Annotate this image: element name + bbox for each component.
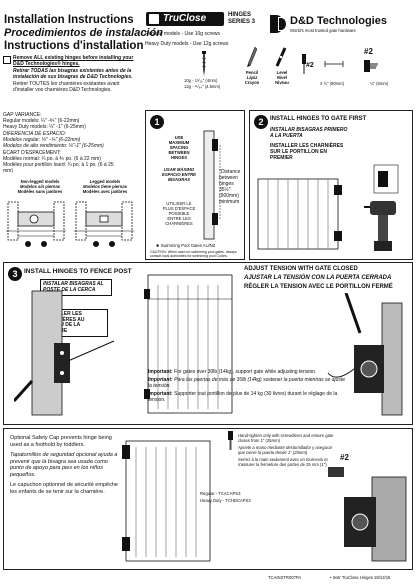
nonlegged-label: Non-legged models Modelos sin piernas Mo… [17, 179, 63, 194]
drill-bit-icon [364, 60, 378, 72]
cap-note: Optional Safety Cap prevents hinge being… [10, 435, 118, 495]
hinge-distance: *Distance between hinges 35½" (900mm) mi… [219, 169, 241, 205]
series-label: HINGES SERIES 3 [228, 12, 256, 25]
screwdriver-icon [228, 431, 233, 450]
level-icon [275, 47, 287, 67]
step-2-title-fr: INSTALLER LES CHARNIÈRES SUR LE PORTILLO… [270, 143, 344, 161]
tagline: World's most trusted gate hardware [290, 28, 356, 33]
checkbox-icon [3, 56, 11, 64]
warning-box: Remove ALL existing hinges before instal… [3, 55, 143, 107]
title-en: Installation Instructions [4, 14, 134, 26]
use-max-spacing-fr: UTILISER LE PLUS D'ESPACE POSSIBLE ENTRE… [162, 201, 196, 226]
gate-post-icon [144, 274, 233, 414]
drill-icon [364, 164, 399, 251]
step-1-panel: 1 USE MAXIMUM SPACING BETWEEN HINGES USA… [145, 110, 245, 260]
footer-date: • Instr TruClose Hinges 18/12/15 [330, 575, 391, 580]
drive-size-a: #2 [306, 62, 314, 69]
measure-label: 3 ½" (90mm) [320, 81, 345, 86]
cap-code-regular: Regular - TCACAPS3 [200, 491, 241, 496]
title-fr: Instructions d'installation [4, 40, 144, 52]
regular-screws: Regular models - Use 10g screws [145, 31, 221, 37]
safety-cap-panel: Optional Safety Cap prevents hinge being… [3, 428, 413, 570]
title-es: Procedimientos de instalación [4, 27, 163, 39]
warning-es: Retirar TODAS las bisagras existentes an… [13, 68, 133, 80]
step-2-title: INSTALL HINGES TO GATE FIRST [270, 116, 367, 122]
pool-note: ✱ Swimming Pool Gates AU/NZ [156, 243, 216, 248]
measure-icon [324, 61, 344, 67]
pencil-icon [247, 46, 258, 67]
cap-code-heavy: Heavy Duty - TCHDCAPS3 [200, 498, 251, 503]
tension-hinge-icon [327, 293, 403, 416]
post-hinge-icon [14, 290, 115, 416]
step-2-panel: 2 INSTALL HINGES TO GATE FIRST INSTALAR … [249, 110, 413, 260]
tension-es: AJUSTAR LA TENSIÓN CON LA PUERTA CERRADA [244, 275, 392, 281]
step-3-title: INSTALL HINGES TO FENCE POST [24, 268, 132, 275]
step-1-number: 1 [150, 115, 164, 129]
drive-size-b: #2 [364, 47, 373, 56]
screw-12g: 12g - ¹¹/₆₄" (4.5mm) [184, 84, 221, 89]
level-label: Level Nivel Niveau [275, 70, 289, 85]
legged-label: Legged models Modelos tiene piernas Modè… [82, 179, 128, 194]
use-max-spacing: USE MAXIMUM SPACING BETWEEN HINGES [168, 135, 190, 160]
use-max-spacing-es: USAR MÁXIMO ESPACIO ENTRE BISAGRAS [162, 167, 196, 182]
warning-fr: Retirer TOUTES les charnières existantes… [13, 81, 120, 93]
tension-fr: RÉGLER LA TENSION AVEC LE PORTILLON FERM… [244, 284, 393, 290]
gate-side-icon [203, 130, 221, 240]
screw-10g: 10g - 1³/₁₆" (4mm) [184, 78, 218, 83]
truclose-logo: TruClose [146, 12, 224, 26]
caution-note: CAUTION: When used on swimming pool gate… [150, 250, 237, 258]
step-3-panel: 3 INSTALL HINGES TO FENCE POST INSTALAR … [3, 262, 413, 425]
screw-icon [201, 51, 207, 76]
gate-front-icon [257, 178, 342, 250]
cap-hinge-icon [328, 467, 407, 562]
warning-en: Remove ALL existing hinges before instal… [13, 55, 134, 67]
step-3-number: 3 [8, 267, 22, 281]
gap-diagram [6, 201, 134, 247]
heavy-screws: Heavy Duty models - Use 12g screws [145, 41, 229, 47]
gap-variance: GAP VARIANCE: Regular models: ¼" -⅗" (6-… [3, 112, 114, 174]
dd-logo-icon [270, 15, 287, 33]
cap-drive-size: #2 [340, 453, 349, 462]
cap-gate-icon [122, 440, 211, 562]
drill-label: ¼" (6mm) [370, 81, 389, 86]
step-2-title-es: INSTALAR BISAGRAS PRIMERO A LA PUERTA [270, 127, 348, 139]
screwdriver-icon [302, 54, 306, 74]
pencil-label: Pencil Lápiz Crayon [244, 70, 260, 85]
company-name: D&D Technologies [290, 15, 387, 27]
tension-en: ADJUST TENSION WITH GATE CLOSED [244, 266, 358, 272]
tighten-note: Hand-tighten only with screwdriver and e… [238, 433, 334, 467]
important-note: Important: For gates over 30lb (14kg), s… [148, 369, 346, 403]
footer-code: TCAINSTR007PA [268, 575, 302, 580]
step-2-number: 2 [254, 115, 268, 129]
